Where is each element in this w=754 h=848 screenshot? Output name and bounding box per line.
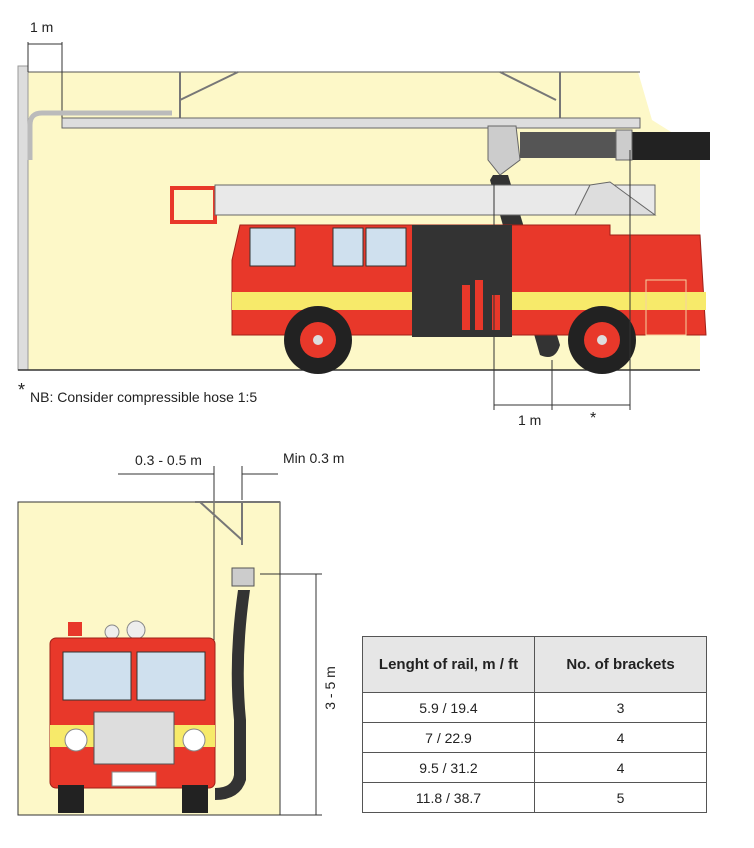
rail-bracket-table: Lenght of rail, m / ft No. of brackets 5… <box>362 636 707 813</box>
top-dimension-label: 1 m <box>30 19 54 35</box>
rail-length-cell: 5.9 / 19.4 <box>362 692 535 723</box>
trolley-elbow <box>487 125 521 176</box>
note-marker: * <box>18 380 26 400</box>
table-header-row: Lenght of rail, m / ft No. of brackets <box>362 636 707 693</box>
rail-length-cell: 9.5 / 31.2 <box>362 752 535 783</box>
brackets-cell: 3 <box>534 692 707 723</box>
brackets-cell: 5 <box>534 782 707 813</box>
exhaust-pipe <box>27 110 172 160</box>
bottom-dimension-marker: * <box>590 410 597 427</box>
brackets-cell: 4 <box>534 722 707 753</box>
side-wall <box>17 65 29 371</box>
fire-truck-side <box>170 181 707 374</box>
bottom-dimension <box>493 150 631 410</box>
front-hose <box>215 590 250 800</box>
column-header-rail-length: Lenght of rail, m / ft <box>362 636 535 693</box>
height-range-label: 3 - 5 m <box>321 666 338 710</box>
bottom-dimension-label: 1 m <box>518 412 542 428</box>
rail <box>61 117 641 129</box>
column-header-brackets: No. of brackets <box>534 636 707 693</box>
outgoing-hose <box>630 132 710 160</box>
min-clearance-label: Min 0.3 m <box>283 450 345 466</box>
front-bracket <box>195 501 280 545</box>
rail-length-cell: 7 / 22.9 <box>362 722 535 753</box>
rail-hose <box>520 132 620 158</box>
hose-coupling <box>615 129 633 161</box>
top-dimension <box>27 42 63 120</box>
bracket-offset-label: 0.3 - 0.5 m <box>135 452 202 468</box>
brackets-cell: 4 <box>534 752 707 783</box>
rail-length-cell: 11.8 / 38.7 <box>362 782 535 813</box>
note-text: NB: Consider compressible hose 1:5 <box>30 389 258 405</box>
rail-brackets <box>179 71 561 118</box>
fire-truck-front <box>49 620 216 813</box>
front-trolley <box>231 567 255 587</box>
front-dimensions <box>118 466 322 816</box>
